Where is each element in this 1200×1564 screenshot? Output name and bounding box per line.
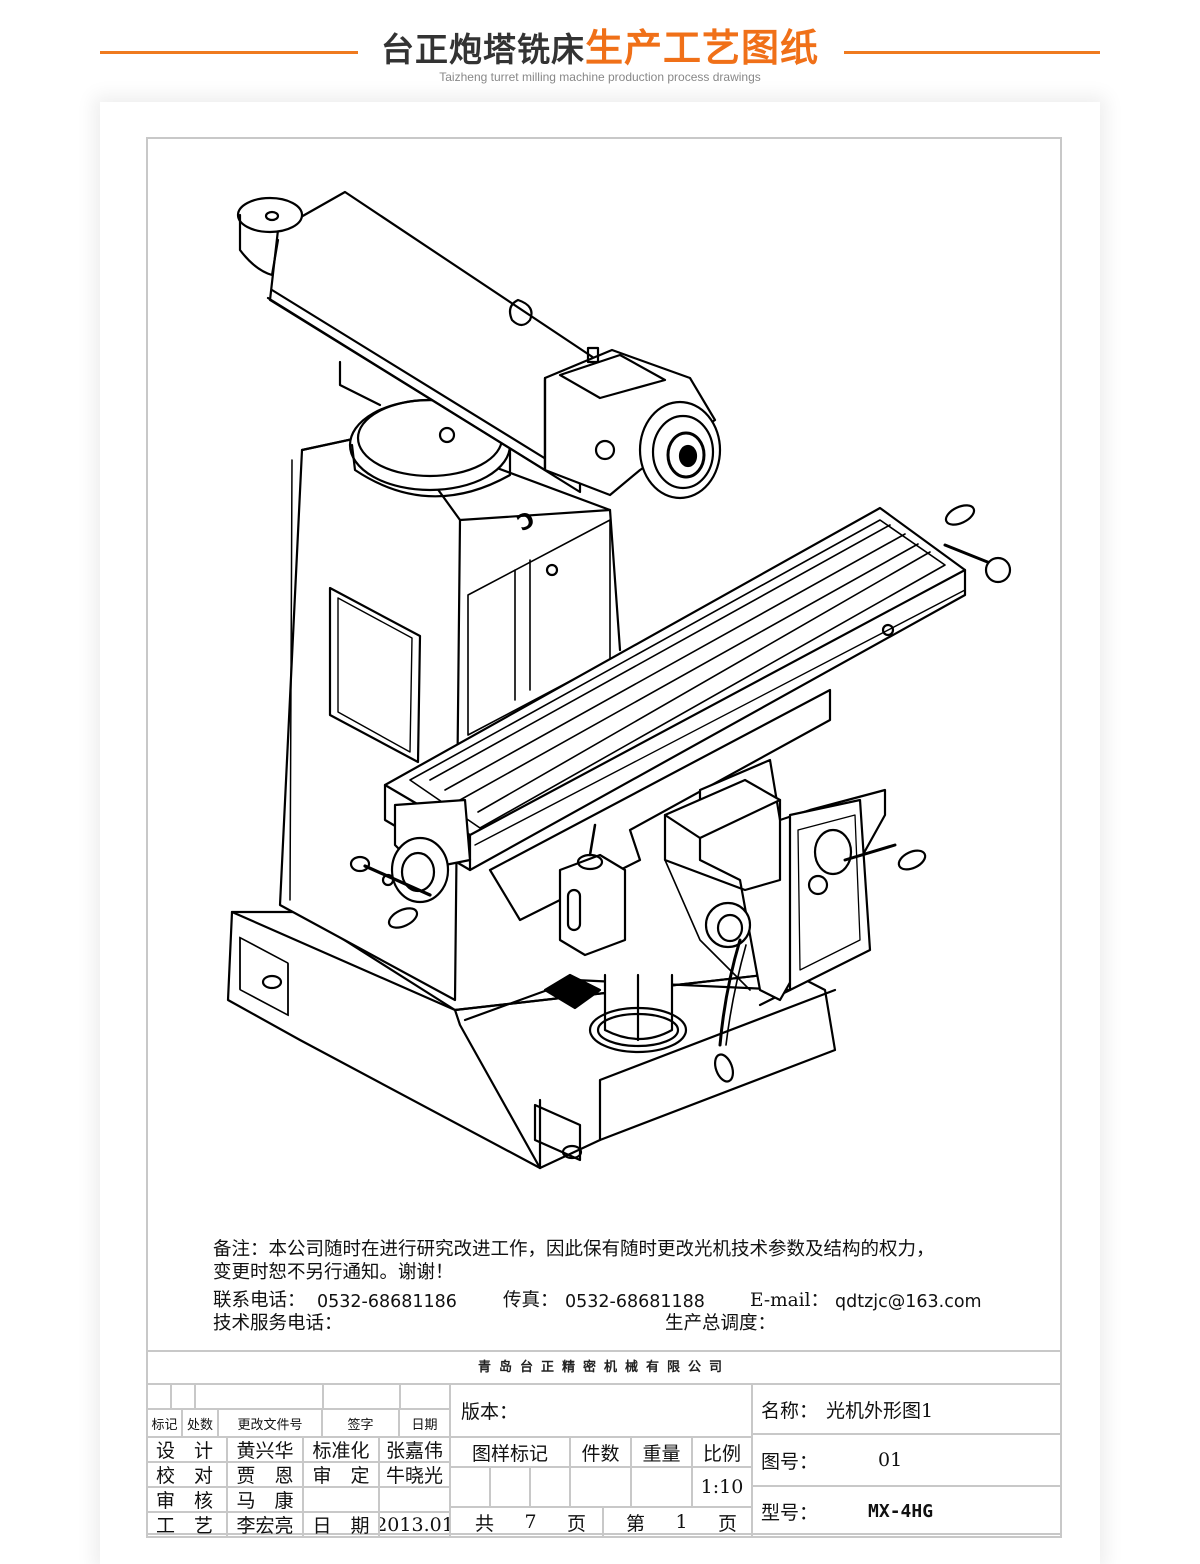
weight-label: 重量 [632, 1438, 693, 1468]
rev-header-count: 处数 [183, 1410, 219, 1438]
remark-line-1: 备注：本公司随时在进行研究改进工作，因此保有随时更改光机技术参数及结构的权力， [213, 1239, 935, 1260]
total-pages-suffix: 页 [566, 1512, 586, 1535]
role-review: 审 核 [146, 1488, 228, 1513]
current-page: 第 1 页 [604, 1508, 753, 1538]
email-label: E-mail： [750, 1290, 830, 1311]
role-approve: 审 定 [304, 1463, 380, 1488]
tech-service-label: 技术服务电话： [213, 1313, 343, 1334]
role-proofread: 校 对 [146, 1463, 228, 1488]
milling-machine-drawing: Ͻ [200, 170, 1030, 1230]
drawing-name: 名称： 光机外形图1 [753, 1385, 1062, 1435]
header-rule-right [844, 51, 1100, 54]
pattern-mark-cell [451, 1468, 491, 1508]
drawing-no-label: 图号： [761, 1450, 819, 1473]
total-pages: 共 7 页 [451, 1508, 604, 1538]
phone-value: 0532-68681186 [317, 1292, 457, 1312]
milling-head [543, 346, 722, 500]
name-label: 名称： [761, 1399, 819, 1422]
fax-value: 0532-68681188 [565, 1292, 705, 1312]
total-pages-prefix: 共 [475, 1512, 495, 1535]
pattern-mark-cell [531, 1468, 571, 1508]
notes-section: 备注：本公司随时在进行研究改进工作，因此保有随时更改光机技术参数及结构的权力， … [213, 1238, 1053, 1335]
rev-cell [401, 1385, 451, 1410]
scale-value: 1:10 [693, 1468, 753, 1508]
phone-label: 联系电话： [213, 1290, 306, 1311]
page-header: 台正炮塔铣床生产工艺图纸 Taizheng turret milling mac… [0, 0, 1200, 100]
quantity-label: 件数 [571, 1438, 632, 1468]
work-table [383, 504, 1012, 872]
remark-line-2: 变更时恕不另行通知。谢谢！ [213, 1262, 454, 1283]
role-design: 设 计 [146, 1438, 228, 1463]
rev-header-doc-no: 更改文件号 [219, 1410, 323, 1438]
quantity-value [571, 1468, 632, 1508]
name-approve: 牛晓光 [380, 1463, 451, 1488]
knee-saddle [488, 688, 927, 1083]
model-label: 型号： [761, 1502, 819, 1524]
empty-cell [304, 1488, 380, 1513]
title-dark-part: 台正炮塔铣床 [380, 30, 585, 69]
header-rule-left [100, 51, 358, 54]
title-accent-part: 生产工艺图纸 [584, 26, 819, 70]
name-review: 马 康 [228, 1488, 304, 1513]
page-suffix: 页 [717, 1512, 737, 1535]
rev-cell [324, 1385, 401, 1410]
pattern-mark-cell [491, 1468, 531, 1508]
version-label: 版本： [451, 1385, 753, 1438]
page-prefix: 第 [626, 1512, 646, 1535]
date-label: 日 期 [304, 1513, 380, 1538]
rev-cell [172, 1385, 196, 1410]
name-standardization: 张嘉伟 [380, 1438, 451, 1463]
company-name: 青岛台正精密机械有限公司 [146, 1352, 1062, 1385]
name-design: 黄兴华 [228, 1438, 304, 1463]
pattern-mark-label: 图样标记 [451, 1438, 571, 1468]
scale-label: 比例 [693, 1438, 753, 1468]
rev-header-date: 日期 [400, 1410, 451, 1438]
empty-cell [380, 1488, 451, 1513]
rev-header-mark: 标记 [146, 1410, 183, 1438]
rev-cell [196, 1385, 324, 1410]
contact-row: 联系电话： 0532-68681186 传真： 0532-68681188 E-… [213, 1289, 1053, 1312]
title-block: 青岛台正精密机械有限公司 标记 处数 更改文件号 签字 日期 设 计 黄兴华 标… [146, 1350, 1062, 1538]
name-process: 李宏亮 [228, 1513, 304, 1538]
page-subtitle: Taizheng turret milling machine producti… [439, 70, 761, 84]
service-row: 技术服务电话： 生产总调度： [213, 1312, 1053, 1335]
page-title: 台正炮塔铣床生产工艺图纸 [0, 26, 1200, 72]
machine-base [226, 910, 837, 1170]
drawing-number: 图号： 01 [753, 1435, 1062, 1487]
role-standardization: 标准化 [304, 1438, 380, 1463]
model-value: MX-4HG [868, 1501, 934, 1522]
model-number: 型号： MX-4HG [753, 1487, 1062, 1538]
left-handwheel [349, 798, 472, 929]
role-process: 工 艺 [146, 1513, 228, 1538]
total-pages-value: 7 [524, 1511, 537, 1533]
name-value: 光机外形图1 [826, 1399, 934, 1422]
page-number: 1 [675, 1511, 688, 1533]
date-value: 2013.01 [380, 1513, 451, 1538]
fax-label: 传真： [503, 1290, 559, 1311]
drawing-no-value: 01 [878, 1449, 903, 1471]
rev-header-signature: 签字 [323, 1410, 400, 1438]
production-dispatch-label: 生产总调度： [665, 1313, 777, 1334]
email-link[interactable]: qdtzjc@163.com [835, 1292, 982, 1312]
rev-cell [146, 1385, 172, 1410]
weight-value [632, 1468, 693, 1508]
svg-text:Ͻ: Ͻ [514, 508, 538, 537]
name-proofread: 贾 恩 [228, 1463, 304, 1488]
